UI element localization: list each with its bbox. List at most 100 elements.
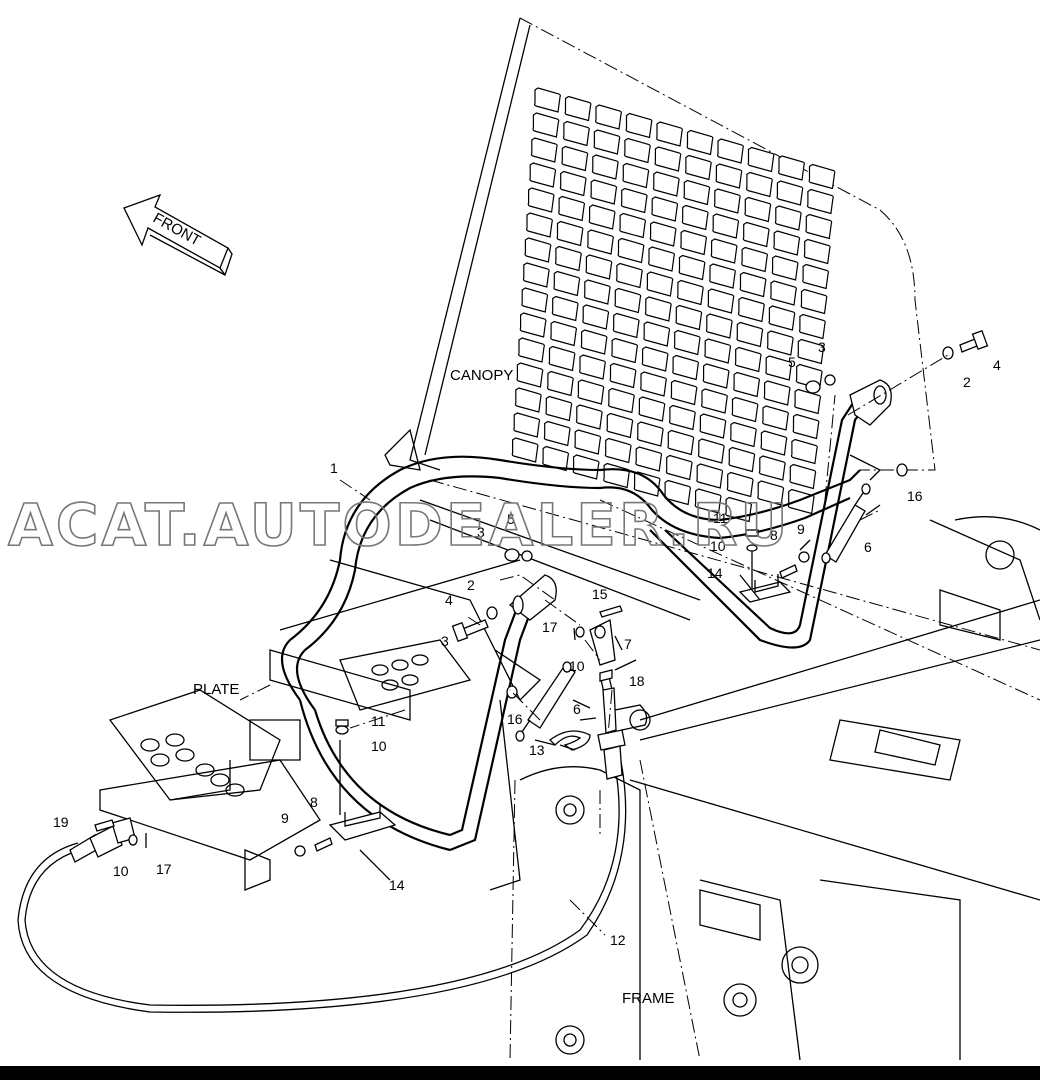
grille-cell: [649, 221, 677, 247]
grille-cell: [532, 112, 560, 138]
grille-cell: [513, 412, 541, 438]
grille-cell: [622, 162, 650, 189]
grille-cell: [604, 437, 632, 464]
grille-cell: [715, 163, 743, 189]
grille-cell: [546, 370, 574, 397]
grille-cell: [805, 213, 833, 240]
grille-cell: [575, 404, 603, 430]
canopy-panel: [384, 17, 936, 523]
grille-cell: [705, 313, 733, 339]
grille-cell: [728, 446, 756, 473]
grille-cell: [640, 371, 667, 397]
callout-5-left: 5: [507, 511, 515, 527]
grille-cell: [686, 129, 714, 156]
grille-cell: [766, 330, 794, 356]
grille-cell: [765, 355, 793, 381]
grille-cell: [678, 254, 706, 281]
grille-cell: [559, 170, 587, 197]
grille-cell: [681, 204, 709, 231]
grille-cell: [712, 213, 740, 239]
callout-2-right: 2: [963, 374, 971, 390]
grille-cell: [558, 195, 586, 222]
grille-cell: [797, 338, 825, 365]
grille-cell: [770, 280, 797, 306]
grille-cell: [794, 388, 822, 415]
grille-cell: [591, 154, 619, 180]
grille-cell: [612, 312, 640, 339]
callout-16-right: 16: [907, 488, 923, 504]
callout-2-left: 2: [467, 577, 475, 593]
grille-cell: [667, 429, 695, 456]
canopy-label: CANOPY: [450, 367, 513, 384]
grille-cell: [524, 237, 552, 263]
grille-cell: [561, 145, 589, 172]
callout-10-right: 10: [710, 538, 726, 554]
grille-cell: [644, 296, 672, 322]
grille-cell: [773, 230, 801, 256]
grille-cell: [516, 362, 544, 388]
grille-cell: [694, 488, 722, 514]
grille-cell: [763, 380, 791, 406]
grille-cell: [564, 95, 592, 122]
callout-8-left: 8: [310, 794, 318, 810]
grille-cell: [593, 129, 621, 155]
plate-label: PLATE: [193, 681, 239, 698]
grille-cell: [717, 138, 744, 164]
grille-cell: [577, 379, 605, 405]
grille-cell: [778, 155, 805, 181]
callout-11-right: 11: [713, 510, 728, 526]
callout-3-right: 3: [818, 339, 826, 355]
grille-cell: [579, 354, 606, 380]
grille-cell: [588, 204, 616, 230]
grille-cell: [609, 362, 637, 389]
grille-cell: [741, 246, 769, 273]
callout-6-right: 6: [864, 539, 872, 555]
grille-cell: [800, 288, 828, 315]
callout-11-left: 11: [371, 713, 386, 729]
grille-cell: [606, 412, 634, 439]
grille-cell: [710, 238, 738, 264]
grille-cell: [646, 271, 674, 297]
callout-9-left: 9: [281, 810, 289, 826]
grille-cell: [514, 387, 542, 413]
bottom-bar: [0, 1066, 1040, 1080]
grille-cell: [806, 188, 834, 215]
watermark-text: ACAT.AUTODEALER.RU: [8, 491, 790, 559]
callout-9-right: 9: [797, 521, 805, 537]
callout-10-base: 10: [371, 738, 387, 754]
grille-cell: [672, 354, 700, 381]
grille-cell: [704, 338, 732, 364]
section-labels: CANOPY PLATE FRAME: [193, 367, 675, 1007]
callout-6-left: 6: [573, 701, 581, 717]
grille-cell: [548, 345, 576, 372]
grille-cell: [643, 321, 671, 347]
grille-cell: [530, 137, 558, 163]
grille-cell: [668, 404, 696, 431]
grille-cell: [760, 430, 788, 456]
grille-cell: [680, 229, 708, 256]
front-direction-arrow: FRONT: [123, 193, 233, 277]
grille-cell: [737, 296, 765, 323]
control-cable: [17, 605, 648, 1013]
grille-cell: [736, 321, 764, 348]
grille-cell: [733, 371, 761, 398]
grille-cell: [792, 413, 820, 440]
grille-cell: [534, 87, 561, 113]
callout-16-left: 16: [507, 711, 523, 727]
callout-1: 1: [330, 460, 338, 476]
grille-cell: [790, 438, 818, 465]
grille-cell: [543, 420, 571, 447]
grille-cell: [808, 163, 836, 190]
grille-cell: [553, 270, 581, 297]
grille-cell: [656, 121, 683, 147]
grille-cell: [697, 438, 725, 464]
grille-cell: [713, 188, 741, 214]
grille-cell: [665, 454, 693, 481]
grille-cell: [582, 304, 610, 330]
grille-cell: [519, 312, 547, 338]
grille-cell: [803, 238, 831, 265]
grille-cell: [641, 346, 669, 372]
grille-cell: [701, 388, 728, 414]
grille-cell: [739, 271, 767, 298]
grille-cell: [636, 421, 664, 447]
